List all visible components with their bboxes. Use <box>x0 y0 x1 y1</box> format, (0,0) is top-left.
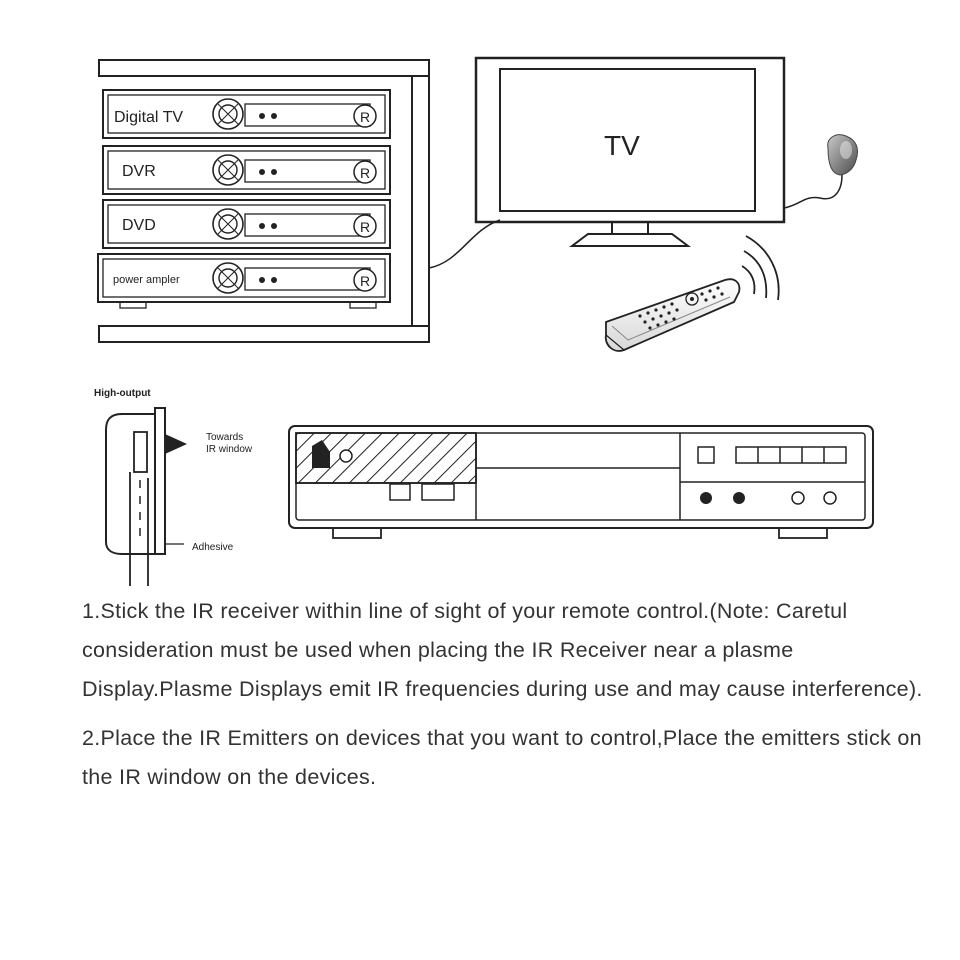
instructions: 1.Stick the IR receiver within line of s… <box>82 592 932 807</box>
ir-repeater-diagram: Digital TV R DVR R DVD R <box>94 56 874 586</box>
ir-signal-waves-icon <box>741 235 780 301</box>
remote-control-icon <box>604 278 741 352</box>
high-output-label: High-output <box>94 388 151 399</box>
rack-unit-label: DVD <box>122 217 156 234</box>
adhesive-label: Adhesive <box>192 542 234 553</box>
ir-window-label: IR window <box>206 444 253 455</box>
r-mark: R <box>360 109 370 125</box>
r-mark: R <box>360 273 370 289</box>
equipment-rack <box>98 59 430 343</box>
r-mark: R <box>360 165 370 181</box>
rack-unit-label: Digital TV <box>114 109 183 126</box>
ir-receiver-icon <box>783 134 859 209</box>
rack-unit-dvr: DVR R <box>102 145 391 195</box>
tv-label: TV <box>604 130 640 161</box>
television: TV <box>474 56 786 247</box>
rack-unit-dvd: DVD R <box>102 199 391 249</box>
ir-emitter-placement-icon <box>312 440 330 468</box>
instruction-step-2: 2.Place the IR Emitters on devices that … <box>82 726 922 789</box>
r-mark: R <box>360 219 370 235</box>
connection-cable <box>428 219 501 269</box>
rack-unit-power-amplifier: power ampler R <box>97 253 391 309</box>
ir-emitter-icon <box>105 407 187 586</box>
rack-unit-label: power ampler <box>113 274 180 286</box>
rack-unit-digital-tv: Digital TV R <box>102 89 391 139</box>
rack-unit-label: DVR <box>122 163 156 180</box>
target-device <box>288 425 874 539</box>
instruction-step-1: 1.Stick the IR receiver within line of s… <box>82 599 923 701</box>
towards-label: Towards <box>206 432 243 443</box>
